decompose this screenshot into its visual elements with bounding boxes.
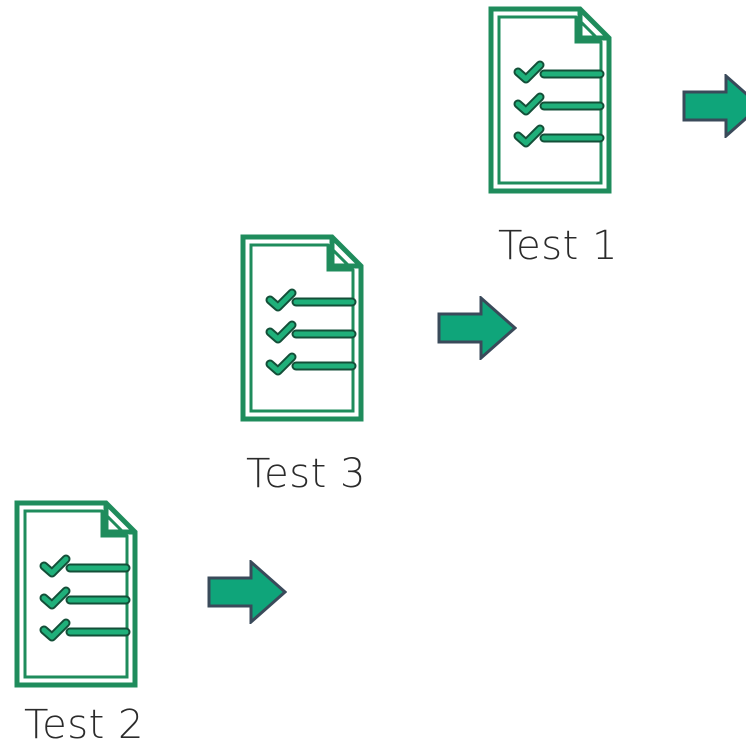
- right-arrow-icon: [437, 296, 517, 360]
- test-3-group: Test 3: [240, 234, 530, 496]
- test-2-label: Test 2: [24, 702, 144, 748]
- test-1-label: Test 1: [498, 223, 618, 269]
- test-1-group: Test 1: [488, 6, 746, 266]
- checklist-document-icon: [488, 6, 612, 194]
- checklist-document-icon: [240, 234, 364, 422]
- right-arrow-icon: [682, 74, 746, 138]
- right-arrow-icon: [207, 560, 287, 624]
- test-2-group: Test 2: [14, 500, 304, 751]
- checklist-document-icon: [14, 500, 138, 688]
- test-3-label: Test 3: [246, 451, 366, 497]
